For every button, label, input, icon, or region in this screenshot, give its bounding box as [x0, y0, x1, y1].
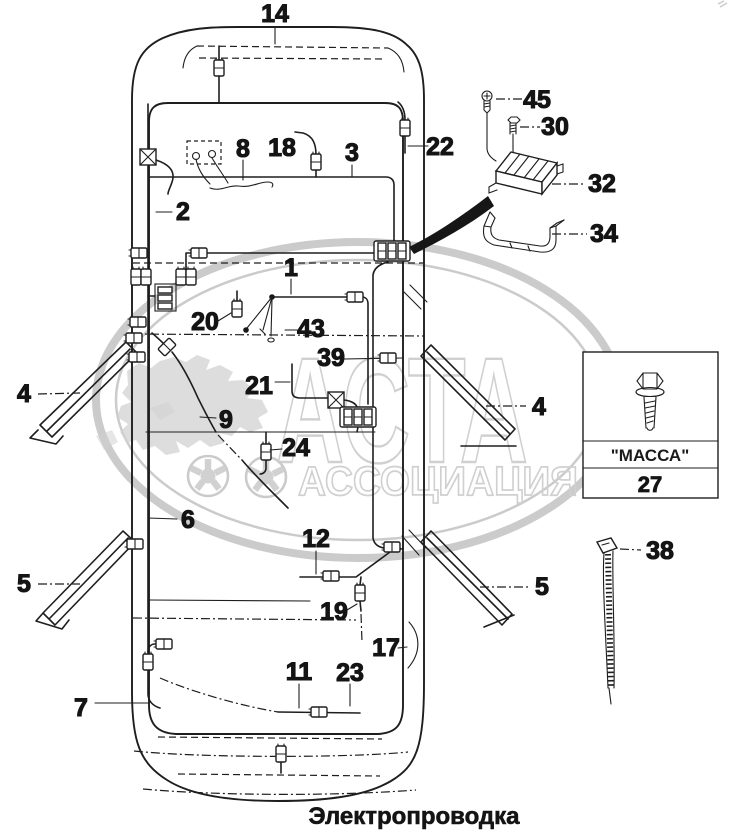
car-body-top-view	[131, 26, 428, 802]
connector-2pin	[157, 337, 177, 357]
callout-14-0: 14	[261, 0, 289, 28]
callout-34-5: 34	[590, 220, 618, 248]
connector-2pin	[175, 266, 187, 286]
x-connector	[139, 148, 157, 166]
relay-module-32	[488, 151, 564, 197]
connector-3gang	[339, 406, 377, 428]
callout-18-7: 18	[268, 134, 296, 162]
animal-silhouette-fragment	[96, 402, 175, 450]
diagram-caption: Электропроводка	[308, 803, 520, 830]
callout-17-25: 17	[372, 634, 400, 662]
connector-2pin	[399, 117, 411, 137]
connector-2pin	[213, 57, 225, 77]
connector-2pin	[344, 291, 364, 303]
callout-3-8: 3	[345, 139, 359, 167]
connectors	[123, 57, 411, 763]
connector-2pin	[130, 266, 142, 286]
callout-30-2: 30	[541, 113, 569, 141]
connector-2pin	[231, 298, 243, 318]
connector-2pin	[142, 651, 154, 671]
callout-9-15: 9	[219, 406, 233, 434]
x-connector	[327, 391, 345, 409]
callout-4-18: 4	[532, 393, 546, 421]
callout-leaders	[37, 26, 642, 709]
inset-label: "МАССА"	[611, 446, 690, 465]
connector-2pin	[124, 538, 144, 550]
pointer-arrow	[409, 196, 494, 254]
connector-2pin	[153, 638, 173, 650]
connector-2pin	[381, 541, 401, 553]
callout-4-17: 4	[17, 380, 31, 408]
connector-2pin	[188, 247, 208, 259]
wiring-harness	[147, 45, 406, 774]
ground-bolt-icon	[635, 372, 665, 431]
callout-11-26: 11	[286, 658, 313, 686]
cable-tie-38	[595, 537, 619, 705]
connector-3gang	[373, 240, 411, 262]
watermark-word-2: АССОЦИАЦИЯ	[298, 458, 578, 504]
connector-2pin	[140, 266, 152, 286]
connector-2pin	[185, 266, 197, 286]
module-bracket-34	[482, 211, 565, 253]
callout-7-28: 7	[74, 694, 88, 722]
scan-artifact	[717, 0, 728, 8]
callout-21-14: 21	[245, 372, 273, 400]
callout-2-9: 2	[176, 198, 190, 226]
dashed-outline-box	[186, 140, 222, 165]
connector-2pin	[260, 441, 272, 461]
connector-2pin	[377, 352, 397, 364]
connector-2pin	[308, 706, 328, 718]
screw-45	[481, 90, 497, 162]
soccer-ball-icon	[186, 454, 230, 498]
animal-silhouette-watermark	[117, 355, 268, 455]
callout-43-12: 43	[297, 315, 325, 343]
callout-6-19: 6	[181, 506, 195, 534]
connector-2pin	[123, 332, 143, 344]
callout-5-22: 5	[17, 570, 31, 598]
ground-bolt-inset: "МАССА" 27	[582, 351, 719, 499]
connector-2pin	[275, 743, 287, 763]
connector-2pin	[126, 351, 146, 363]
callout-12-20: 12	[302, 525, 330, 553]
callout-32-4: 32	[588, 170, 616, 198]
callout-38-21: 38	[646, 537, 674, 565]
callout-1-10: 1	[284, 254, 298, 282]
connector-2pin	[320, 570, 340, 582]
callout-23-27: 23	[336, 659, 364, 687]
callout-19-24: 19	[320, 598, 348, 626]
callout-8-6: 8	[236, 135, 250, 163]
pillar-trim-strips	[29, 341, 517, 630]
callout-45-1: 45	[523, 86, 551, 114]
callout-39-13: 39	[317, 344, 345, 372]
inset-number: 27	[638, 472, 662, 497]
connector-2pin	[128, 247, 148, 259]
connector-2pin	[127, 316, 147, 328]
connector-2pin	[354, 582, 366, 602]
connector-2pin	[310, 151, 322, 171]
callout-20-11: 20	[191, 308, 219, 336]
callout-24-16: 24	[282, 434, 310, 462]
callout-22-3: 22	[426, 133, 454, 161]
callout-5-23: 5	[535, 573, 549, 601]
